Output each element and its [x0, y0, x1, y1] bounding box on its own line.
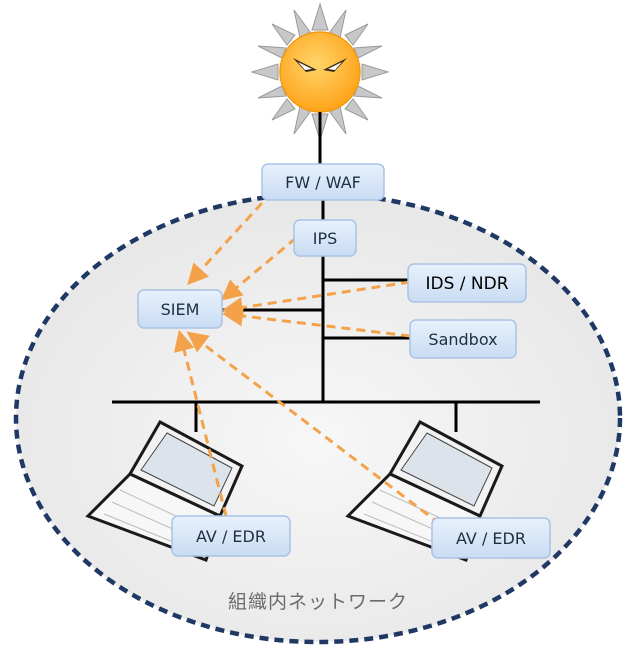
fw-waf-label: FW / WAF	[285, 173, 361, 192]
arrow-ips-to-siem	[220, 236, 297, 301]
log-flow-arrows	[173, 190, 441, 526]
laptop-right-icon	[345, 419, 504, 562]
arrow-ids-to-siem	[221, 280, 411, 318]
sandbox-label: Sandbox	[428, 330, 497, 349]
av-edr-left-label: AV / EDR	[196, 527, 266, 546]
node-sandbox: Sandbox	[409, 319, 517, 359]
node-siem: SIEM	[137, 289, 223, 329]
av-edr-right-label: AV / EDR	[456, 529, 526, 548]
node-av-edr-left: AV / EDR	[171, 515, 291, 557]
arrow-sandbox-to-siem	[221, 305, 411, 338]
arrow-avedr-right-to-siem	[186, 331, 441, 526]
arrow-avedr-left-to-siem	[173, 329, 228, 517]
network-label: 組織内ネットワーク	[228, 591, 408, 613]
node-ips: IPS	[293, 219, 357, 257]
ips-label: IPS	[313, 229, 338, 248]
siem-label: SIEM	[161, 300, 200, 319]
arrow-fw-to-siem	[187, 190, 274, 286]
node-ids-ndr: IDS / NDR	[407, 263, 527, 303]
internal-network-boundary	[13, 191, 623, 645]
node-av-edr-right: AV / EDR	[431, 517, 551, 559]
angry-sun-icon	[250, 2, 390, 142]
node-fw-waf: FW / WAF	[261, 163, 385, 201]
network-wiring	[112, 112, 540, 432]
ids-ndr-label: IDS / NDR	[425, 274, 508, 294]
